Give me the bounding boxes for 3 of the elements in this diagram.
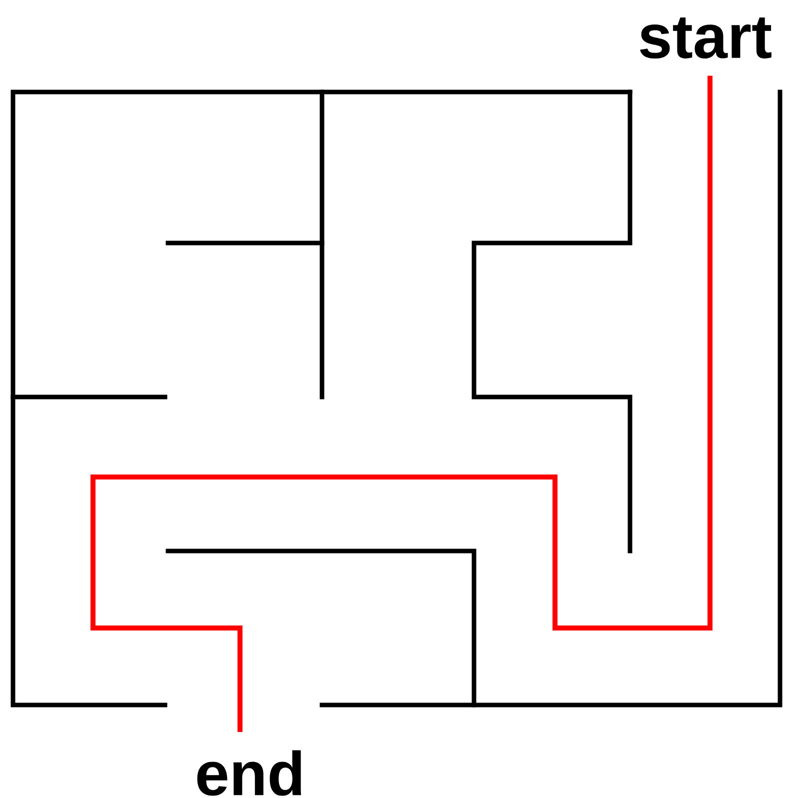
maze-label: end	[197, 750, 302, 796]
maze-label: start	[640, 17, 772, 59]
solution-path	[90, 76, 712, 732]
